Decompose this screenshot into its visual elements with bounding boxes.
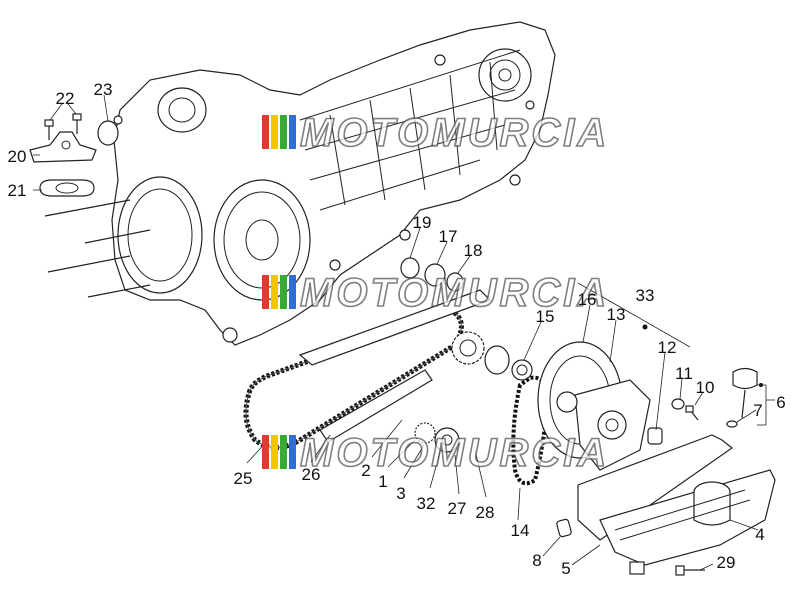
callout-4: 4 [755, 525, 764, 544]
callout-19: 19 [413, 213, 432, 232]
oil-sump-cover [577, 434, 776, 575]
callout-18: 18 [464, 241, 483, 260]
watermark-stripe [262, 435, 269, 469]
callout-10: 10 [696, 378, 715, 397]
callout-27: 27 [448, 499, 467, 518]
callout-20: 20 [8, 147, 27, 166]
callout-6: 6 [776, 393, 785, 412]
leader-lines [33, 94, 759, 571]
oil-pump [537, 341, 663, 471]
watermark-stripe [262, 275, 269, 309]
callout-33: 33 [636, 286, 655, 305]
watermark-group: MOTOMURCIA MOTOMURCIA MOTOMURCIA [262, 110, 609, 476]
sprockets [400, 257, 533, 453]
fasteners [556, 367, 758, 576]
callout-labels: 1 2 3 4 5 6 7 8 10 11 12 13 14 15 16 17 … [8, 80, 786, 578]
callout-3: 3 [396, 484, 405, 503]
callout-16: 16 [578, 290, 597, 309]
watermark-text: MOTOMURCIA [300, 111, 609, 155]
callout-12: 12 [658, 338, 677, 357]
callout-13: 13 [607, 305, 626, 324]
watermark-stripe [289, 115, 296, 149]
callout-23: 23 [94, 80, 113, 99]
watermark-stripe [271, 275, 278, 309]
watermark-stripe [280, 275, 287, 309]
callout-5: 5 [561, 559, 570, 578]
chain-guides [298, 289, 492, 443]
watermark-logo-middle: MOTOMURCIA [262, 270, 609, 316]
callout-1: 1 [378, 472, 387, 491]
callout-32: 32 [417, 494, 436, 513]
callout-25: 25 [234, 469, 253, 488]
watermark-stripe [271, 115, 278, 149]
callout-17: 17 [439, 227, 458, 246]
watermark-text: MOTOMURCIA [300, 431, 609, 475]
chain-tensioner-assembly [29, 113, 119, 197]
callout-21: 21 [8, 181, 27, 200]
callout-29: 29 [717, 553, 736, 572]
watermark-stripe [271, 435, 278, 469]
watermark-stripe [280, 115, 287, 149]
group-brackets [577, 282, 775, 426]
watermark-logo-bottom: MOTOMURCIA [262, 430, 609, 476]
callout-7: 7 [753, 401, 762, 420]
crankcase [111, 21, 556, 346]
watermark-stripe [280, 435, 287, 469]
callout-8: 8 [532, 551, 541, 570]
callout-28: 28 [476, 503, 495, 522]
callout-2: 2 [361, 461, 370, 480]
callout-15: 15 [536, 307, 555, 326]
watermark-stripe [289, 435, 296, 469]
watermark-text: MOTOMURCIA [300, 271, 609, 315]
callout-26: 26 [302, 465, 321, 484]
watermark-stripe [289, 275, 296, 309]
watermark-logo-top: MOTOMURCIA [262, 110, 609, 156]
watermark-stripe [262, 115, 269, 149]
callout-14: 14 [511, 521, 530, 540]
cylinder-studs [44, 199, 151, 298]
callout-11: 11 [675, 364, 693, 383]
callout-22: 22 [56, 89, 75, 108]
